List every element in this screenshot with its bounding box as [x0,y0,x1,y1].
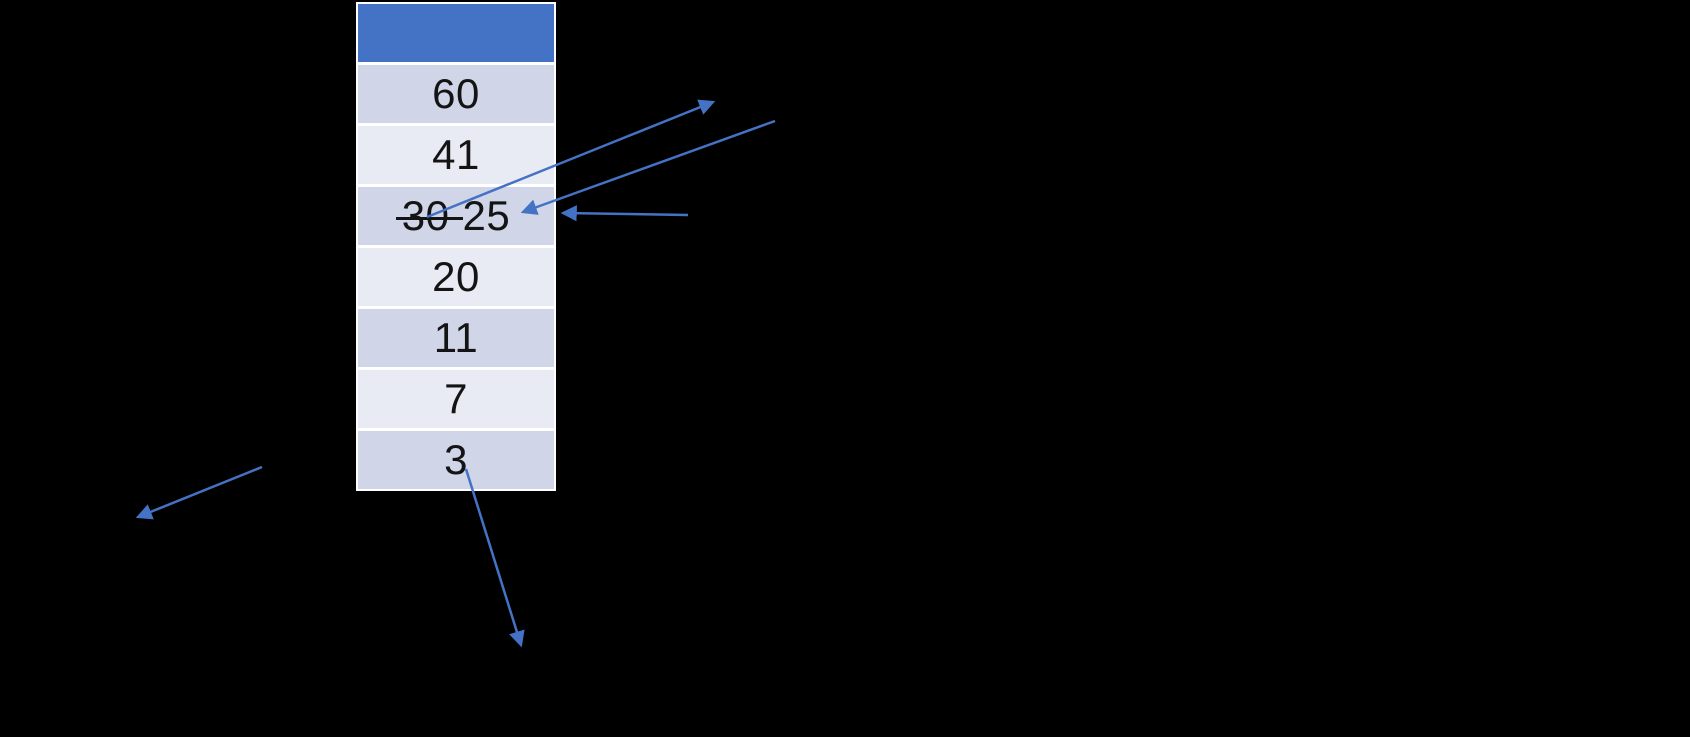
table-header-cell [358,4,554,62]
new-cell-value: 25 [462,192,511,239]
table-row-60: 60 [358,65,554,123]
cell-value: 3 [444,436,468,483]
cell-value: 7 [444,375,468,422]
table-row-7: 7 [358,370,554,428]
cell-value: 20 [432,253,480,300]
cell-value: 60 [432,70,480,117]
cell-value: 41 [432,131,480,178]
arrow-into-25-row-horizontal [560,205,689,222]
table-row-3: 3 [358,431,554,489]
arrow-below-table-down-left [135,465,263,520]
table-row-11: 11 [358,309,554,367]
cell-value: 11 [433,314,479,361]
table-row-20: 20 [358,248,554,306]
table-row-41: 41 [358,126,554,184]
old-cell-value-struck: 30 [395,187,463,245]
arrow-into-new-value-25-from-upper-right [520,119,776,215]
arrow-from-value-3-down-right [464,468,525,648]
